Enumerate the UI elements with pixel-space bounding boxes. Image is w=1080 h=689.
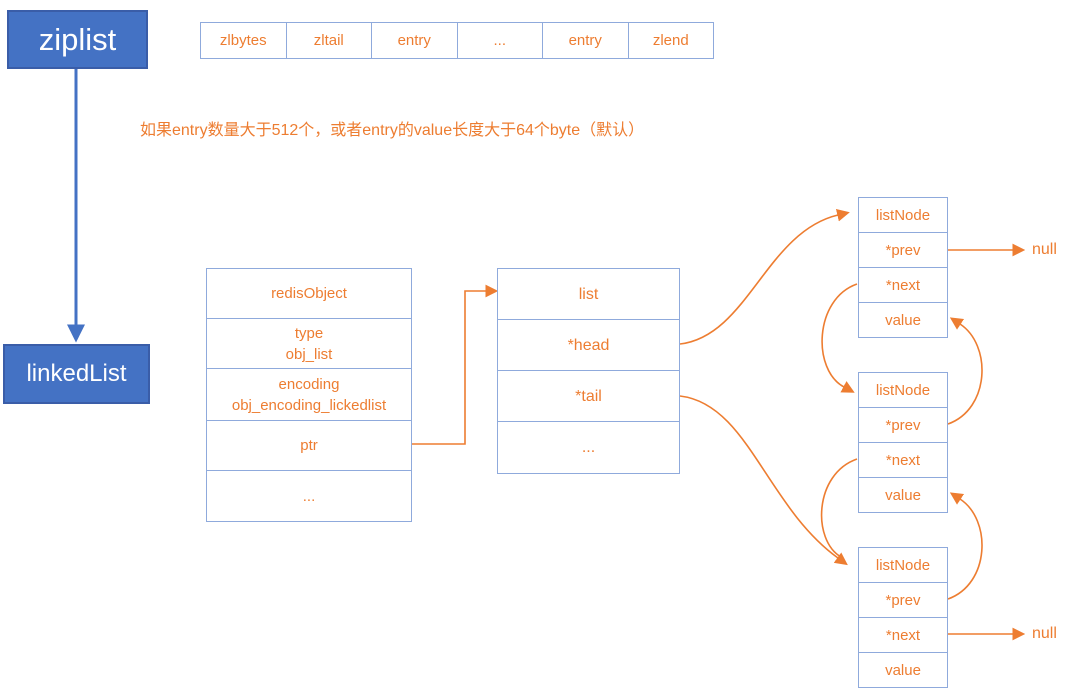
redis-object-encoding-row: encoding obj_encoding_lickedlist: [207, 369, 411, 421]
list-node-1: listNode *prev *next value: [858, 197, 948, 338]
list-head-row: *head: [498, 320, 679, 371]
list-header: list: [578, 285, 599, 303]
ziplist-cell-zlend: zlend: [652, 32, 689, 49]
node2-next-row: *next: [859, 443, 947, 478]
node3-prev-to-node2-arrow: [947, 492, 983, 600]
node3-prev-label: *prev: [885, 591, 921, 609]
node1-next-row: *next: [859, 268, 947, 303]
null-label-top: null: [1032, 241, 1057, 258]
redis-object-ellipsis: ...: [302, 487, 316, 505]
redis-object-type-row: type obj_list: [207, 319, 411, 369]
list-node-2: listNode *prev *next value: [858, 372, 948, 513]
ziplist-cell-entry-2: entry: [543, 23, 629, 58]
type-label: type: [294, 324, 324, 342]
ziplist-box-label: ziplist: [38, 21, 117, 57]
ptr-label: ptr: [300, 437, 318, 454]
node1-prev-label: *prev: [885, 241, 921, 259]
null-label-bottom: null: [1032, 625, 1057, 642]
ziplist-box: ziplist: [7, 10, 148, 69]
ziplist-cell-ellipsis: ...: [458, 23, 543, 58]
linkedlist-box-label: linkedList: [26, 360, 127, 387]
node2-prev-to-node1-arrow: [947, 317, 983, 425]
node3-value-label: value: [885, 661, 921, 679]
node1-next-label: *next: [885, 276, 921, 294]
type-value: obj_list: [285, 345, 333, 363]
node1-header: listNode: [875, 206, 931, 224]
node2-header: listNode: [875, 381, 931, 399]
list-ellipsis: ...: [581, 439, 596, 456]
conversion-condition-note: 如果entry数量大于512个，或者entry的value长度大于64个byte…: [140, 122, 645, 139]
redis-object-table: redisObject type obj_list encoding obj_e…: [206, 268, 412, 522]
list-tail-row: *tail: [498, 371, 679, 422]
node2-next-label: *next: [885, 451, 921, 469]
node2-prev-row: *prev: [859, 408, 947, 443]
tail-pointer-label: *tail: [575, 387, 602, 405]
node1-value-label: value: [885, 311, 921, 329]
node3-next-label: *next: [885, 626, 921, 644]
node3-header-row: listNode: [859, 548, 947, 583]
node1-next-to-node2-arrow: [821, 283, 858, 393]
list-ellipsis-row: ...: [498, 422, 679, 473]
redis-object-ellipsis-row: ...: [207, 471, 411, 521]
node1-prev-row: *prev: [859, 233, 947, 268]
ziplist-cell-zlbytes: zlbytes: [201, 23, 287, 58]
encoding-value: obj_encoding_lickedlist: [231, 396, 387, 414]
redis-object-header-row: redisObject: [207, 269, 411, 319]
node2-next-to-node3-arrow: [820, 458, 858, 558]
encoding-label: encoding: [278, 375, 340, 393]
node2-value-label: value: [885, 486, 921, 504]
head-pointer-label: *head: [567, 336, 610, 354]
linkedlist-box: linkedList: [3, 344, 150, 404]
redis-object-ptr-row: ptr: [207, 421, 411, 471]
node2-prev-label: *prev: [885, 416, 921, 434]
node1-header-row: listNode: [859, 198, 947, 233]
node3-header: listNode: [875, 556, 931, 574]
ziplist-cell-entry-1: entry: [372, 23, 458, 58]
list-struct-table: list *head *tail ...: [497, 268, 680, 474]
node2-header-row: listNode: [859, 373, 947, 408]
ptr-to-list-arrow: [412, 284, 499, 445]
tail-to-node3-arrow: [679, 395, 848, 566]
node3-next-row: *next: [859, 618, 947, 653]
node2-value-row: value: [859, 478, 947, 512]
ziplist-structure-table: zlbytes zltail entry ... entry zlend: [200, 22, 714, 59]
node3-value-row: value: [859, 653, 947, 687]
node3-prev-row: *prev: [859, 583, 947, 618]
node1-value-row: value: [859, 303, 947, 337]
ziplist-cell-zltail: zltail: [287, 23, 372, 58]
list-node-3: listNode *prev *next value: [858, 547, 948, 688]
head-to-node1-arrow: [679, 208, 850, 345]
redis-object-header: redisObject: [271, 285, 347, 302]
list-header-row: list: [498, 269, 679, 320]
